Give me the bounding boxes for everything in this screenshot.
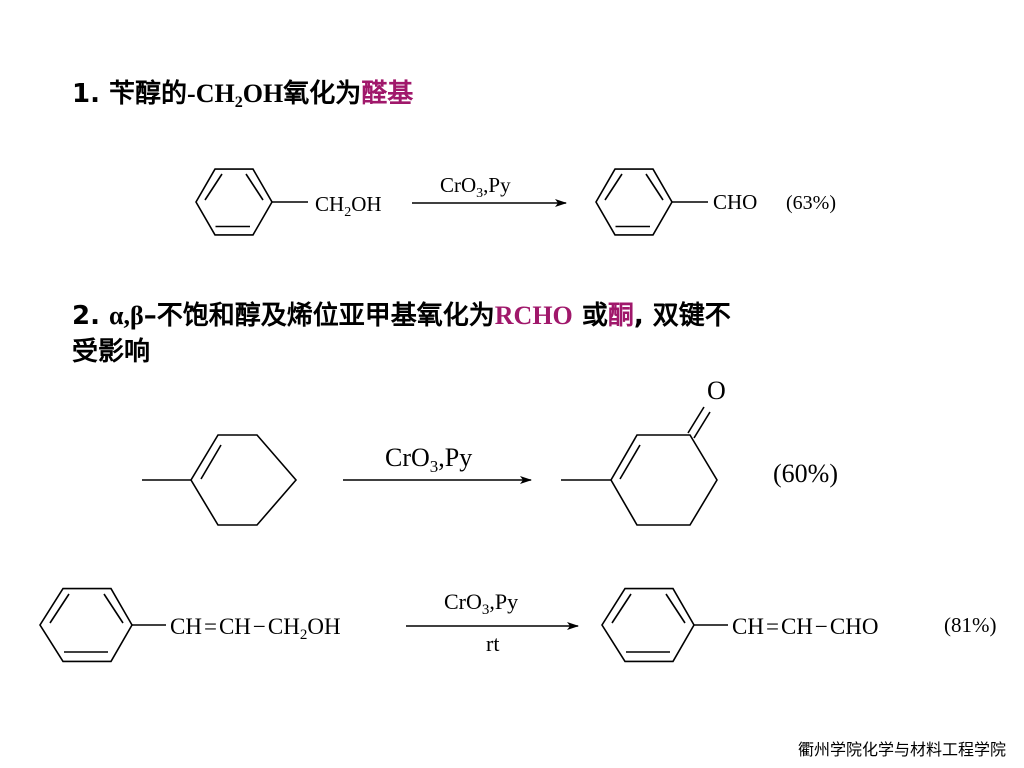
section2-highlight-rcho: RCHO (494, 301, 573, 330)
pr3-chain: CH=CH−CHO (732, 614, 878, 639)
section2-text-b: 或 (572, 301, 608, 331)
section2-text-c: , 双键不 (633, 301, 731, 331)
section1-text-b: 氧化为 (283, 79, 362, 109)
cyclohexene-sm2 (142, 434, 298, 526)
section2-highlight-ketone: 酮 (607, 301, 634, 331)
section1-heading: 1. 苄醇的-CH2OH氧化为醛基 (72, 76, 413, 112)
reaction3-yield: (81%) (944, 613, 996, 637)
sm3-chain: CH=CH−CH2OH (170, 614, 341, 643)
reaction3-condition: rt (486, 631, 499, 656)
institution-footer: 衢州学院化学与材料工程学院 (797, 740, 1006, 759)
reaction1: CH2OH CrO3,Py CHO (63%) (195, 168, 836, 236)
section2-number: 2. (72, 301, 100, 331)
section2-text-a: –不饱和醇及烯位亚甲基氧化为 (143, 301, 495, 331)
section1-text-a: 苄醇的 (109, 79, 188, 109)
section2-line2: 受影响 (72, 337, 151, 367)
reaction1-yield: (63%) (786, 192, 836, 214)
section2-line1: 2. α,β–不饱和醇及烯位亚甲基氧化为RCHO 或酮, 双键不 (72, 298, 952, 334)
reaction1-reagent: CrO3,Py (440, 173, 511, 201)
benzene-ring-pr1 (595, 168, 708, 236)
section1-number: 1. (72, 79, 100, 109)
sm1-label: CH2OH (315, 192, 382, 220)
reaction3-reagent: CrO3,Py (444, 589, 518, 618)
pr1-label: CHO (713, 190, 757, 214)
section1-highlight: 醛基 (361, 79, 414, 109)
reaction3: CH=CH−CH2OH CrO3,Py rt CH=CH−CHO (81%) (39, 587, 996, 663)
carbonyl-oxygen: O (707, 376, 726, 405)
benzene-ring-sm1 (195, 168, 308, 236)
benzene-ring-pr3 (601, 587, 728, 663)
reaction2: CrO3,Py O (60%) (142, 376, 838, 526)
reaction2-reagent: CrO3,Py (385, 443, 472, 476)
reaction2-yield: (60%) (773, 459, 838, 488)
benzene-ring-sm3 (39, 587, 166, 663)
section1-group: -CH2OH (187, 79, 284, 111)
cyclohexenone-pr2 (561, 406, 718, 526)
section2-heading: 2. α,β–不饱和醇及烯位亚甲基氧化为RCHO 或酮, 双键不 受影响 (72, 298, 952, 370)
section2-greek: α,β (109, 301, 144, 330)
